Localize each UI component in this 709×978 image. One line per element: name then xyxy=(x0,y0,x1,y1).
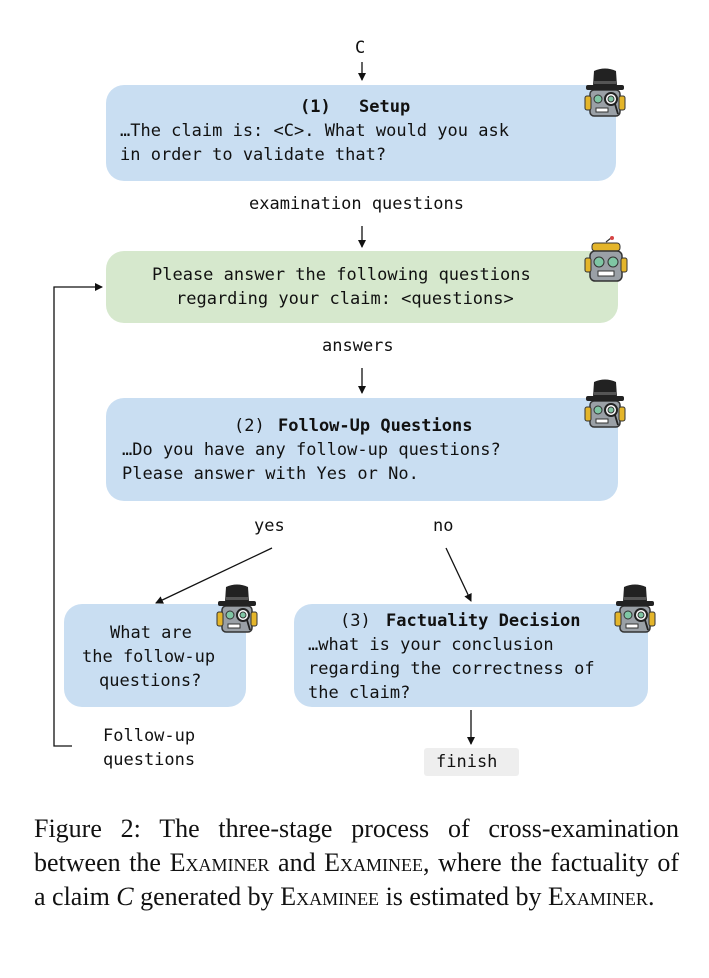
decision-number: (3) xyxy=(340,611,371,631)
detective-robot-icon xyxy=(584,68,626,117)
followup-title: Follow-Up Questions xyxy=(278,416,473,436)
caption-part2: and xyxy=(269,848,325,877)
caption-examinee-2: Examinee xyxy=(280,882,380,911)
caption-part4: generated by xyxy=(133,882,281,911)
caption-part6: . xyxy=(647,882,655,911)
decision-text-line1: …what is your conclusion xyxy=(308,635,554,655)
followup-request-box: What are the follow-up questions? xyxy=(64,604,246,707)
caption-claim-variable: C xyxy=(116,882,134,911)
detective-robot-icon xyxy=(614,584,656,633)
followup-request-line3: questions? xyxy=(99,671,202,691)
decision-box: (3) Factuality Decision …what is your co… xyxy=(294,604,648,707)
setup-title: Setup xyxy=(359,97,411,117)
finish-label: finish xyxy=(436,752,498,772)
examination-questions-label: examination questions xyxy=(249,194,464,214)
caption-part5: is estimated by xyxy=(379,882,549,911)
figure-caption: Figure 2: The three-stage process of cro… xyxy=(34,812,679,914)
followup-request-line2: the follow-up xyxy=(82,647,216,667)
followup-text-line1: …Do you have any follow-up questions? xyxy=(122,440,501,460)
robot-icon xyxy=(584,236,628,282)
setup-number: (1) xyxy=(300,97,331,117)
caption-part1: Figure 2: The three-stage process of cro… xyxy=(34,814,679,877)
answer-request-box: Please answer the following questions re… xyxy=(106,251,618,323)
setup-text-line1: …The claim is: <C>. What would you ask xyxy=(120,121,509,141)
caption-examiner-2: Examiner xyxy=(548,882,648,911)
answer-text-line1: Please answer the following questions xyxy=(152,265,531,285)
setup-box: (1) Setup …The claim is: <C>. What would… xyxy=(106,85,616,181)
claim-input-label: C xyxy=(355,38,366,58)
decision-text-line3: the claim? xyxy=(308,683,411,703)
decision-text-line2: regarding the correctness of xyxy=(308,659,595,679)
caption-examinee: Examinee xyxy=(324,848,424,877)
yes-label: yes xyxy=(254,516,285,536)
answers-label: answers xyxy=(322,336,394,356)
followup-box: (2) Follow-Up Questions …Do you have any… xyxy=(106,398,618,501)
followup-questions-label-line1: Follow-up xyxy=(103,726,196,746)
setup-text-line2: in order to validate that? xyxy=(120,145,387,165)
detective-robot-icon xyxy=(216,584,258,633)
caption-examiner: Examiner xyxy=(169,848,270,877)
caption-part3: , where the factuality of a claim xyxy=(34,848,679,911)
detective-robot-icon xyxy=(584,379,626,428)
followup-text-line2: Please answer with Yes or No. xyxy=(122,464,419,484)
followup-questions-label-line2: questions xyxy=(103,750,196,770)
finish-box: finish xyxy=(424,748,519,776)
followup-request-line1: What are xyxy=(110,623,192,643)
followup-number: (2) xyxy=(234,416,265,436)
no-label: no xyxy=(433,516,454,536)
arrow-no xyxy=(445,547,472,602)
decision-title: Factuality Decision xyxy=(386,611,581,631)
answer-text-line2: regarding your claim: <questions> xyxy=(176,289,514,309)
